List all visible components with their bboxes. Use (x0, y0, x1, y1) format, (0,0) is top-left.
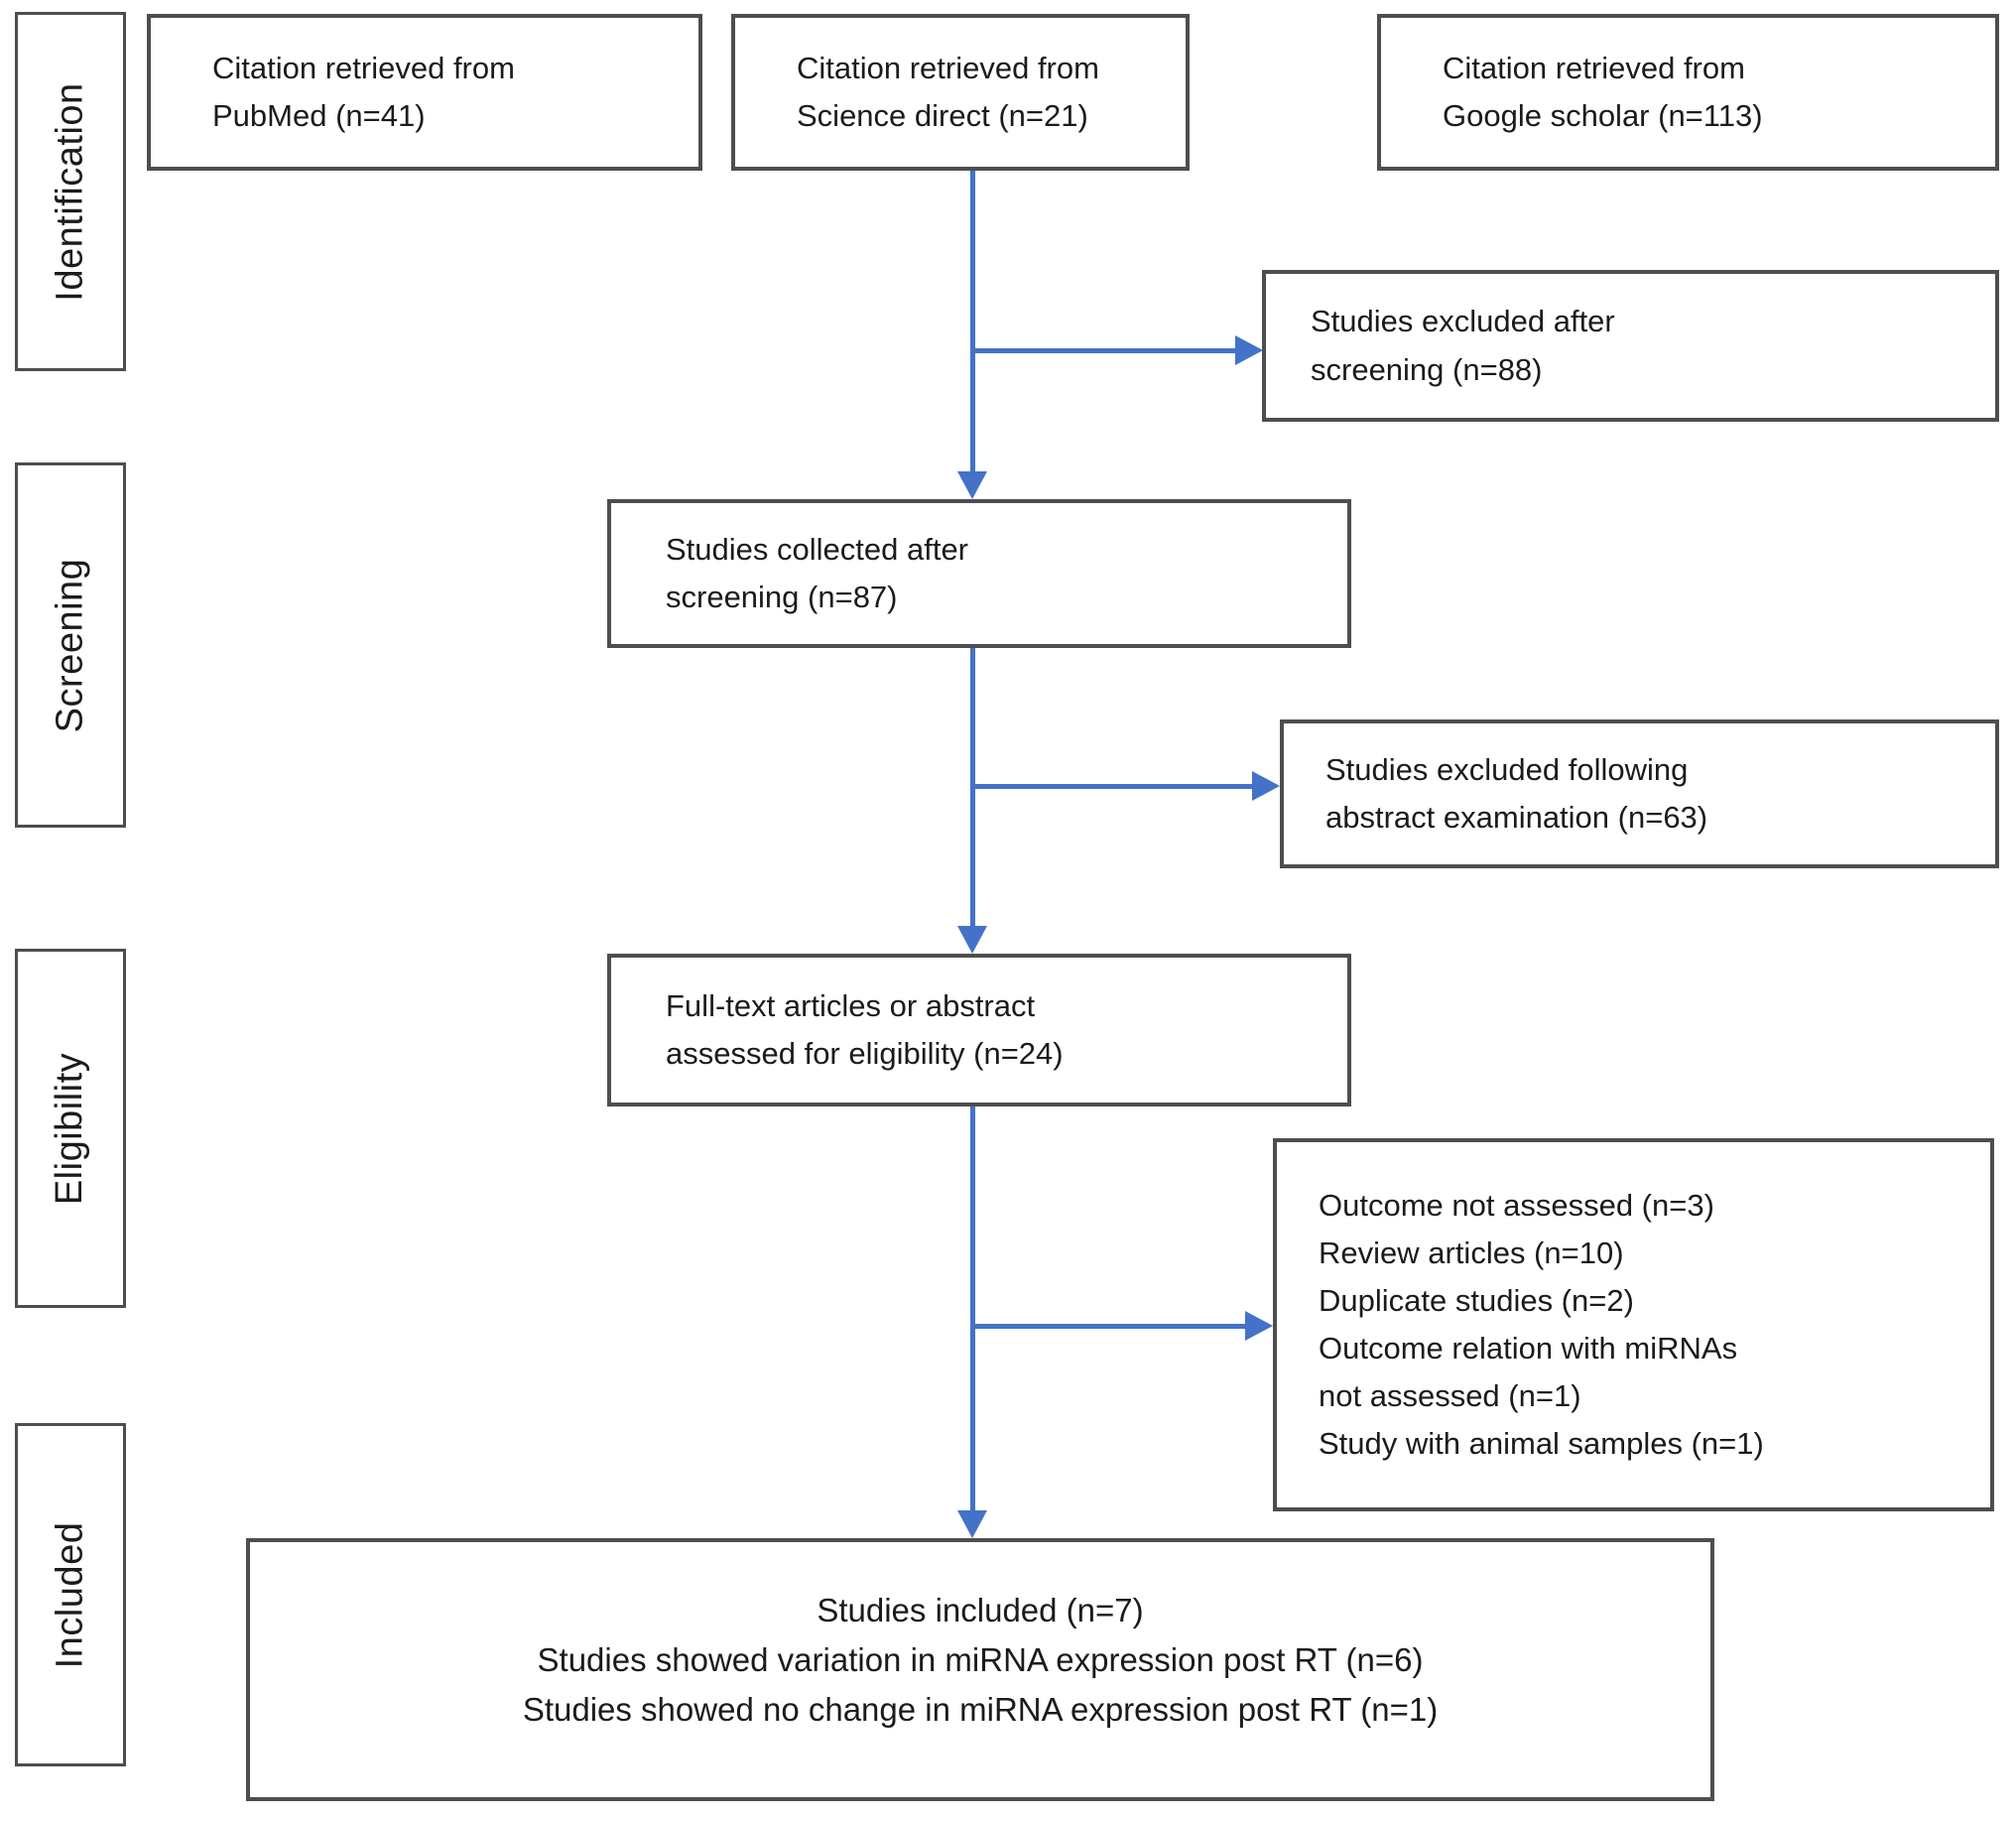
source-box-science-direct: Citation retrieved from Science direct (… (731, 14, 1190, 171)
stage-box-identification: Identification (15, 12, 126, 371)
excluded-abstract-line2: abstract examination (n=63) (1325, 800, 1708, 835)
fulltext-assessed-line1: Full-text articles or abstract (666, 987, 1036, 1023)
source-box-pubmed: Citation retrieved from PubMed (n=41) (147, 14, 702, 171)
source-box-pubmed-line1: Citation retrieved from (212, 50, 515, 85)
flow-line-branch-1 (972, 348, 1235, 353)
source-box-google-scholar-line2: Google scholar (n=113) (1443, 98, 1763, 133)
flow-line-branch-2 (972, 784, 1252, 789)
stage-label-identification: Identification (49, 81, 91, 302)
source-box-science-direct-line2: Science direct (n=21) (797, 98, 1088, 133)
down-arrowhead-icon (957, 926, 987, 954)
studies-collected-line2: screening (n=87) (666, 580, 898, 614)
exclusion-reason-2: Review articles (n=10) (1319, 1235, 1624, 1270)
studies-collected-box: Studies collected after screening (n=87) (607, 499, 1351, 648)
right-arrowhead-icon (1245, 1311, 1273, 1341)
stage-box-included: Included (15, 1423, 126, 1766)
fulltext-assessed-box: Full-text articles or abstract assessed … (607, 954, 1351, 1106)
stage-box-screening: Screening (15, 462, 126, 828)
down-arrowhead-icon (957, 471, 987, 499)
included-studies-box: Studies included (n=7) Studies showed va… (246, 1538, 1714, 1801)
source-box-google-scholar-line1: Citation retrieved from (1443, 50, 1745, 85)
excluded-after-screening-line1: Studies excluded after (1311, 304, 1615, 339)
stage-label-eligibility: Eligibility (49, 1052, 91, 1205)
exclusion-reasons-box: Outcome not assessed (n=3) Review articl… (1273, 1138, 1994, 1511)
stage-label-screening: Screening (49, 558, 91, 732)
source-box-science-direct-line1: Citation retrieved from (797, 50, 1099, 85)
excluded-abstract-line1: Studies excluded following (1325, 751, 1689, 787)
stage-box-eligibility: Eligibility (15, 949, 126, 1308)
fulltext-assessed-line2: assessed for eligibility (n=24) (666, 1036, 1064, 1071)
included-studies-line2: Studies showed variation in miRNA expres… (537, 1641, 1424, 1679)
flow-line-vertical-3 (970, 1106, 975, 1510)
included-studies-line1: Studies included (n=7) (817, 1592, 1144, 1628)
exclusion-reason-5: not assessed (n=1) (1319, 1378, 1581, 1414)
exclusion-reason-6: Study with animal samples (n=1) (1319, 1426, 1764, 1462)
stage-label-included: Included (49, 1521, 91, 1668)
excluded-abstract-box: Studies excluded following abstract exam… (1280, 719, 1999, 868)
exclusion-reason-1: Outcome not assessed (n=3) (1319, 1187, 1714, 1223)
source-box-pubmed-line2: PubMed (n=41) (212, 98, 426, 133)
studies-collected-line1: Studies collected after (666, 531, 969, 567)
down-arrowhead-icon (957, 1510, 987, 1538)
source-box-google-scholar: Citation retrieved from Google scholar (… (1377, 14, 1999, 171)
included-studies-line3: Studies showed no change in miRNA expres… (522, 1691, 1439, 1729)
exclusion-reason-3: Duplicate studies (n=2) (1319, 1282, 1634, 1318)
right-arrowhead-icon (1252, 771, 1280, 801)
excluded-after-screening-line2: screening (n=88) (1311, 351, 1543, 387)
flow-line-branch-3 (972, 1324, 1245, 1329)
flow-line-vertical-1 (970, 171, 975, 471)
excluded-after-screening-box: Studies excluded after screening (n=88) (1262, 270, 1999, 422)
exclusion-reason-4: Outcome relation with miRNAs (1319, 1331, 1738, 1366)
right-arrowhead-icon (1235, 335, 1263, 365)
